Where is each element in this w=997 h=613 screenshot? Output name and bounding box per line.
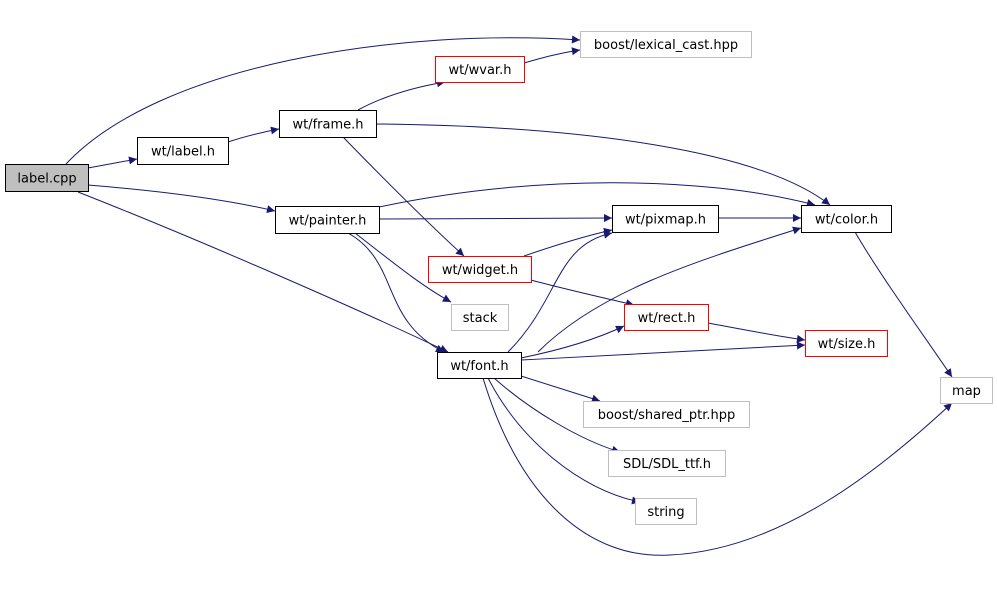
edge-wt_font_h-to-boost_shared_ptr_hpp	[520, 375, 601, 403]
edge-wt_font_h-to-wt_color_h	[537, 226, 802, 353]
node-label: wt/font.h	[450, 359, 508, 374]
node-stack: stack	[451, 304, 509, 331]
node-box	[451, 304, 509, 331]
edge-wt_font_h-to-wt_size_h	[520, 341, 806, 361]
node-label: wt/size.h	[818, 337, 876, 352]
edge-wt_frame_h-to-wt_color_h	[375, 123, 831, 206]
edge-wt_color_h-to-map	[854, 231, 953, 378]
node-wt-widget-h[interactable]: wt/widget.h	[428, 256, 532, 283]
node-box	[428, 256, 532, 283]
node-label: wt/rect.h	[638, 311, 696, 326]
edges-layer	[65, 35, 953, 556]
node-box	[437, 352, 522, 379]
node-box	[635, 498, 697, 525]
node-wt-label-h[interactable]: wt/label.h	[137, 137, 229, 165]
edge-wt_widget_h-to-wt_rect_h	[530, 279, 635, 308]
edge-label_cpp-to-wt_label_h	[87, 156, 138, 169]
node-wt-pixmap-h[interactable]: wt/pixmap.h	[612, 205, 719, 233]
node-label: wt/painter.h	[289, 214, 367, 229]
node-label: string	[647, 505, 684, 520]
node-box	[279, 110, 377, 138]
node-box	[5, 164, 89, 192]
node-wt-rect-h[interactable]: wt/rect.h	[624, 304, 709, 331]
node-label: SDL/SDL_ttf.h	[623, 457, 711, 472]
node-box	[435, 56, 525, 83]
edge-wt_painter_h-to-wt_color_h	[378, 182, 816, 208]
node-wt-font-h[interactable]: wt/font.h	[437, 352, 522, 379]
node-box	[624, 304, 709, 331]
node-boost-shared-ptr-hpp: boost/shared_ptr.hpp	[583, 401, 750, 428]
edge-wt_painter_h-to-wt_pixmap_h	[378, 214, 613, 223]
node-box	[583, 401, 750, 428]
node-label: label.cpp	[17, 172, 76, 187]
node-label: wt/widget.h	[442, 263, 518, 278]
edge-wt_font_h-to-wt_pixmap_h	[507, 230, 613, 353]
edge-wt_frame_h-to-wt_wvar_h	[357, 79, 446, 111]
node-map: map	[940, 377, 993, 404]
node-label: wt/pixmap.h	[625, 213, 706, 228]
node-label-cpp[interactable]: label.cpp	[5, 164, 89, 192]
node-wt-size-h[interactable]: wt/size.h	[805, 330, 888, 357]
node-boost-lexical-cast-hpp: boost/lexical_cast.hpp	[580, 31, 752, 58]
node-label: wt/wvar.h	[449, 63, 512, 78]
edge-wt_widget_h-to-wt_pixmap_h	[523, 227, 613, 257]
node-wt-color-h[interactable]: wt/color.h	[801, 205, 892, 233]
node-box	[580, 31, 752, 58]
node-box	[805, 330, 888, 357]
edge-wt_painter_h-to-stack	[354, 232, 452, 303]
node-label: wt/label.h	[151, 145, 215, 160]
node-label: stack	[463, 311, 498, 326]
node-wt-wvar-h[interactable]: wt/wvar.h	[435, 56, 525, 83]
edge-label_cpp-to-boost_lexical_cast_hpp	[65, 35, 581, 165]
edge-wt_font_h-to-string	[487, 377, 641, 505]
node-box	[612, 205, 719, 233]
node-label: map	[952, 384, 981, 399]
node-box	[137, 137, 229, 165]
edge-label_cpp-to-wt_painter_h	[87, 184, 276, 214]
node-wt-frame-h[interactable]: wt/frame.h	[279, 110, 377, 138]
node-label: wt/frame.h	[292, 118, 363, 133]
nodes-layer: label.cpp wt/label.h wt/frame.h wt/wvar.h bo…	[5, 31, 993, 525]
node-label: boost/shared_ptr.hpp	[598, 408, 736, 423]
node-box	[801, 205, 892, 233]
node-label: wt/color.h	[815, 213, 878, 228]
edge-label_cpp-to-wt_font_h	[77, 191, 449, 353]
edge-wt_font_h-to-wt_rect_h	[520, 325, 625, 359]
node-string: string	[635, 498, 697, 525]
edge-wt_label_h-to-wt_frame_h	[227, 126, 280, 143]
node-box	[608, 450, 726, 477]
node-sdl-sdl-ttf-h: SDL/SDL_ttf.h	[608, 450, 726, 477]
edge-wt_painter_h-to-wt_font_h	[347, 232, 445, 353]
node-box	[275, 206, 380, 234]
node-label: boost/lexical_cast.hpp	[594, 38, 738, 53]
node-wt-painter-h[interactable]: wt/painter.h	[275, 206, 380, 234]
edge-wt_font_h-to-sdl_sdl_ttf_h	[493, 377, 621, 454]
edge-wt_font_h-to-map	[482, 377, 953, 556]
edge-wt_frame_h-to-wt_widget_h	[342, 136, 465, 257]
edge-wt_rect_h-to-wt_size_h	[707, 322, 806, 343]
edge-wt_wvar_h-to-boost_lexical_cast_hpp	[523, 47, 581, 64]
node-box	[940, 377, 993, 404]
